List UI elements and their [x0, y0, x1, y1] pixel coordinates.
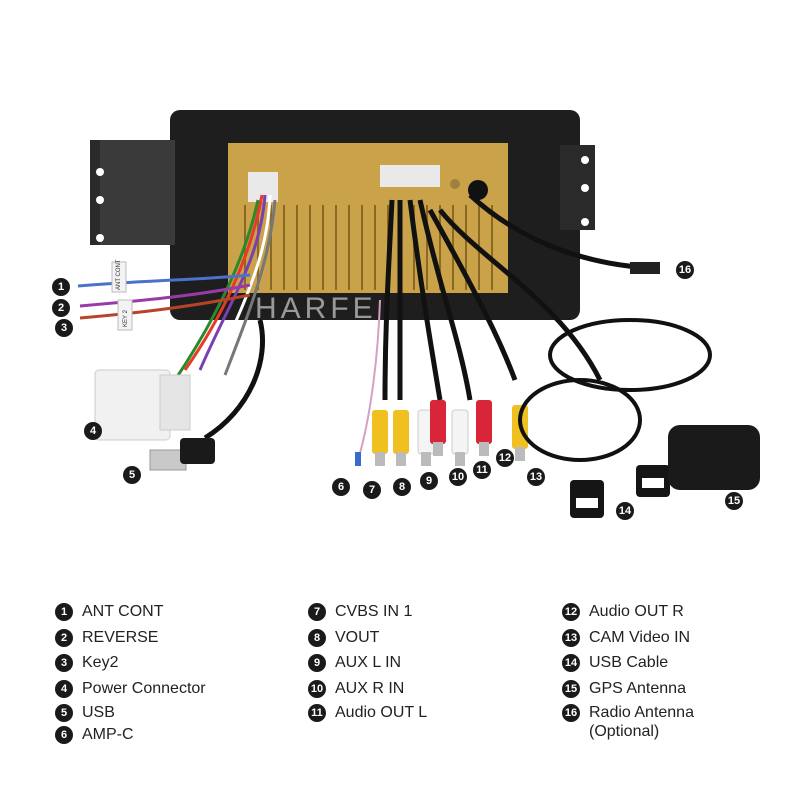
legend-num: 5 [55, 704, 73, 722]
cable-tag-key2-text: KEY 2 [123, 309, 129, 327]
legend-item-1: 1 ANT CONT [55, 603, 163, 621]
cable-tag-ant-cont [111, 261, 127, 293]
legend-label: USB [82, 704, 115, 721]
legend-label: Audio OUT R [589, 603, 684, 620]
callout-5: 5 [123, 466, 141, 484]
legend-label: REVERSE [82, 629, 159, 646]
legend-label: Power Connector [82, 680, 206, 697]
legend-item-15: 15 GPS Antenna [562, 680, 686, 698]
legend-num: 2 [55, 629, 73, 647]
legend-label: Audio OUT L [335, 704, 428, 721]
right-bracket [560, 145, 595, 230]
legend-num: 1 [55, 603, 73, 621]
legend-item-3: 3 Key2 [55, 654, 118, 672]
legend-num: 10 [308, 680, 326, 698]
callout-7: 7 [363, 481, 381, 499]
legend-item-5: 5 USB [55, 704, 115, 722]
legend-label: AUX R IN [335, 680, 405, 697]
callout-12: 12 [496, 449, 514, 467]
legend-label: GPS Antenna [589, 680, 686, 697]
legend-label: ANT CONT [82, 603, 164, 620]
legend-item-9: 9 AUX L IN [308, 654, 401, 672]
callout-15: 15 [725, 492, 743, 510]
legend-label: Key2 [82, 654, 119, 671]
legend-item-14: 14 USB Cable [562, 654, 668, 672]
legend-item-8: 8 VOUT [308, 629, 379, 647]
legend-num: 8 [308, 629, 326, 647]
watermark: HARFE [255, 292, 377, 325]
legend-num: 9 [308, 654, 326, 672]
legend-item-12: 12 Audio OUT R [562, 603, 684, 621]
legend-label: CAM Video IN [589, 629, 691, 646]
legend-label: USB Cable [589, 654, 669, 671]
cable-tag-key2 [117, 299, 133, 331]
callout-11: 11 [473, 461, 491, 479]
callout-1: 1 [52, 278, 70, 296]
cable-tag-ant-cont-text: ANT CONT [116, 259, 122, 290]
legend-num: 16 [562, 704, 580, 722]
callout-14: 14 [616, 502, 634, 520]
callout-6: 6 [332, 478, 350, 496]
legend-num: 6 [55, 726, 73, 744]
legend-item-13: 13 CAM Video IN [562, 629, 690, 647]
callout-13: 13 [527, 468, 545, 486]
legend-label: Radio Antenna [589, 704, 694, 721]
legend-item-7: 7 CVBS IN 1 [308, 603, 412, 621]
legend-label-optional: (Optional) [589, 723, 660, 740]
callout-4: 4 [84, 422, 102, 440]
legend-item-11: 11 Audio OUT L [308, 704, 427, 722]
callout-2: 2 [52, 299, 70, 317]
head-unit-wiring-illustration: ANT CONT KEY 2 HARFE [77, 110, 760, 518]
callout-16: 16 [676, 261, 694, 279]
legend-label: AUX L IN [335, 654, 402, 671]
legend-num: 12 [562, 603, 580, 621]
legend-label: CVBS IN 1 [335, 603, 413, 620]
legend-num: 14 [562, 654, 580, 672]
callout-9: 9 [420, 472, 438, 490]
legend-num: 4 [55, 680, 73, 698]
legend-item-2: 2 REVERSE [55, 629, 158, 647]
legend-item-10: 10 AUX R IN [308, 680, 404, 698]
legend-item-16: 16 Radio Antenna (Optional) [562, 703, 694, 741]
callout-10: 10 [449, 468, 467, 486]
legend-num: 13 [562, 629, 580, 647]
legend-label: AMP-C [82, 726, 134, 743]
legend-item-6: 6 AMP-C [55, 726, 134, 744]
legend-num: 7 [308, 603, 326, 621]
callout-3: 3 [55, 319, 73, 337]
legend-item-4: 4 Power Connector [55, 680, 206, 698]
gps-antenna [668, 425, 760, 490]
callout-8: 8 [393, 478, 411, 496]
legend-num: 11 [308, 704, 326, 722]
left-connector-block [100, 140, 175, 245]
legend-num: 3 [55, 654, 73, 672]
legend-num: 15 [562, 680, 580, 698]
radio-antenna-plug [630, 262, 660, 274]
legend-label: VOUT [335, 629, 380, 646]
power-connector [94, 369, 171, 441]
